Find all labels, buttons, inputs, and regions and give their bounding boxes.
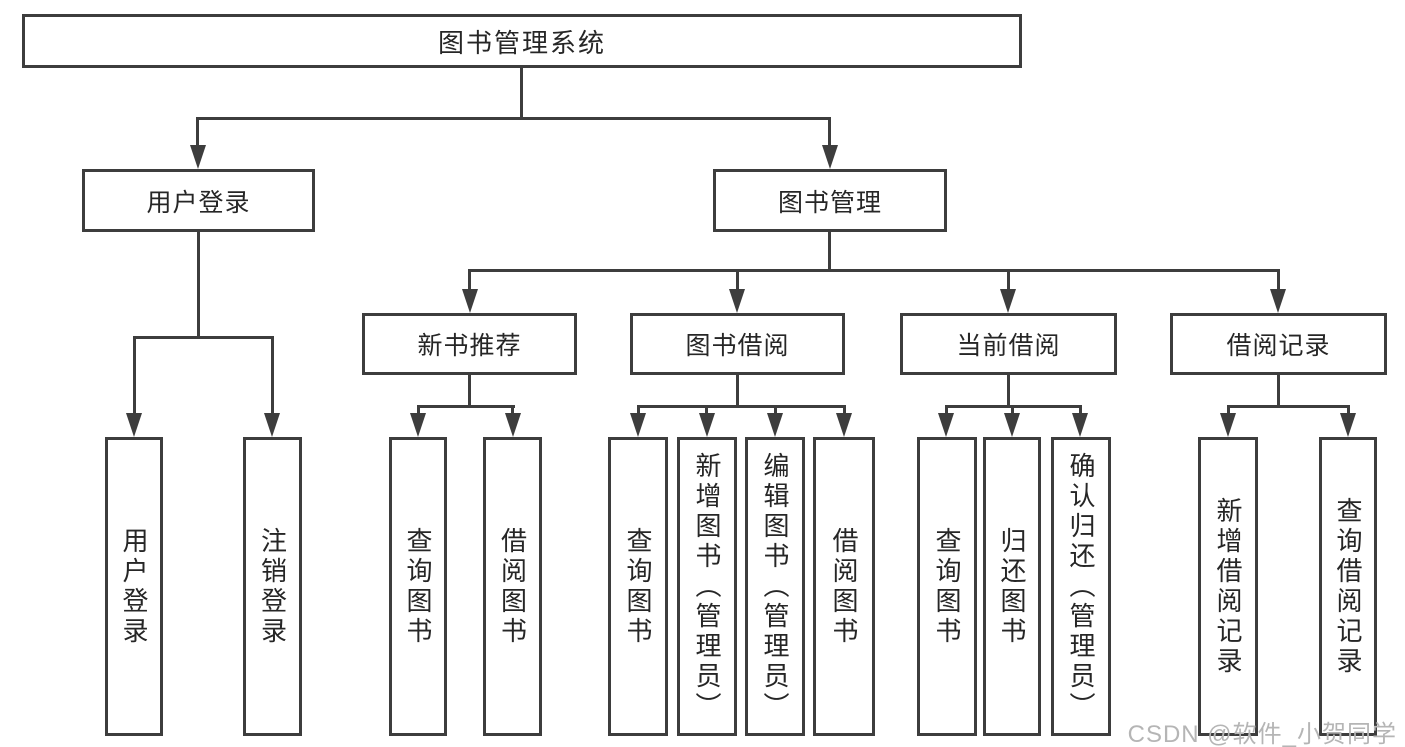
leaf-query-borrow-record: 查询借阅记录: [1319, 437, 1377, 736]
connector-to-book-management: [828, 117, 831, 149]
leaf-borrow-books: 借阅图书: [813, 437, 875, 736]
leaf-add-borrow-record: 新增借阅记录: [1198, 437, 1258, 736]
connector-root-branch: [196, 117, 831, 120]
arrow-down-icon: [410, 413, 426, 437]
node-label: 查询借阅记录: [1333, 496, 1363, 677]
connector-book-mgmt-branch: [468, 269, 1280, 272]
node-label: 图书借阅: [685, 332, 790, 360]
connector-to-leaf: [637, 405, 640, 420]
arrow-down-icon: [505, 413, 521, 437]
arrow-down-icon: [1270, 289, 1286, 313]
node-label: 注销登录: [257, 526, 288, 647]
connector-to-new-book: [468, 269, 471, 295]
node-label: 编辑图书（管理员）: [760, 451, 790, 722]
connector-root-stem: [520, 68, 523, 120]
arrow-down-icon: [1004, 413, 1020, 437]
node-book-management: 图书管理: [713, 169, 947, 232]
arrow-down-icon: [1220, 413, 1236, 437]
node-label: 确认归还（管理员）: [1066, 451, 1096, 722]
connector-to-leaf: [1347, 405, 1350, 420]
node-label: 借阅图书: [497, 526, 528, 647]
arrow-down-icon: [1340, 413, 1356, 437]
leaf-confirm-return-admin: 确认归还（管理员）: [1051, 437, 1111, 736]
leaf-user-login: 用户登录: [105, 437, 163, 736]
connector-to-leaf: [774, 405, 777, 420]
node-label: 新增借阅记录: [1213, 496, 1243, 677]
node-label: 用户登录: [119, 526, 149, 647]
connector-to-current-borrow: [1007, 269, 1010, 295]
connector-to-leaf: [705, 405, 708, 420]
arrow-down-icon: [729, 289, 745, 313]
arrow-down-icon: [836, 413, 852, 437]
node-label: 归还图书: [997, 526, 1027, 647]
leaf-add-books-admin: 新增图书（管理员）: [677, 437, 737, 736]
arrow-down-icon: [190, 145, 206, 169]
leaf-borrow-books-recommend: 借阅图书: [483, 437, 542, 736]
connector-borrow-records-stem: [1277, 375, 1280, 408]
node-user-login: 用户登录: [82, 169, 315, 232]
node-label: 借阅记录: [1226, 332, 1331, 360]
connector-user-login-stem: [197, 232, 200, 338]
node-root-book-management-system: 图书管理系统: [22, 14, 1022, 68]
connector-to-leaf: [1227, 405, 1230, 420]
connector-to-leaf: [1079, 405, 1082, 420]
leaf-logout: 注销登录: [243, 437, 302, 736]
node-label: 借阅图书: [829, 526, 859, 647]
arrow-down-icon: [1072, 413, 1088, 437]
arrow-down-icon: [264, 413, 280, 437]
node-label: 当前借阅: [956, 332, 1061, 360]
node-label: 查询图书: [623, 526, 653, 647]
node-label: 图书管理: [777, 188, 882, 217]
node-label: 新书推荐: [417, 332, 522, 360]
node-current-borrow: 当前借阅: [900, 313, 1117, 375]
connector-to-leaf: [511, 405, 514, 420]
connector-to-leaf: [417, 405, 420, 420]
arrow-down-icon: [767, 413, 783, 437]
node-label: 查询图书: [932, 526, 962, 647]
node-label: 图书管理系统: [437, 27, 606, 58]
connector-user-login-branch: [133, 336, 274, 339]
connector-to-leaf: [1011, 405, 1014, 420]
connector-to-user-login: [196, 117, 199, 149]
arrow-down-icon: [462, 289, 478, 313]
leaf-edit-books-admin: 编辑图书（管理员）: [745, 437, 805, 736]
arrow-down-icon: [938, 413, 954, 437]
node-label: 查询图书: [403, 526, 433, 647]
connector-new-book-stem: [468, 375, 471, 408]
connector-new-book-branch: [417, 405, 515, 408]
node-new-book-recommend: 新书推荐: [362, 313, 577, 375]
csdn-watermark: CSDN @软件_小贺同学: [1127, 721, 1397, 747]
connector-borrow-records-branch: [1227, 405, 1350, 408]
node-borrow-records: 借阅记录: [1170, 313, 1387, 375]
arrow-down-icon: [126, 413, 142, 437]
connector-current-borrow-stem: [1007, 375, 1010, 408]
connector-to-book-borrow: [736, 269, 739, 295]
arrow-down-icon: [699, 413, 715, 437]
arrow-down-icon: [1000, 289, 1016, 313]
leaf-return-books: 归还图书: [983, 437, 1041, 736]
connector-to-leaf: [945, 405, 948, 420]
node-book-borrow: 图书借阅: [630, 313, 845, 375]
arrow-down-icon: [822, 145, 838, 169]
arrow-down-icon: [630, 413, 646, 437]
connector-to-leaf: [843, 405, 846, 420]
connector-book-mgmt-stem: [828, 232, 831, 272]
connector-to-leaf: [271, 336, 274, 418]
leaf-query-books-current: 查询图书: [917, 437, 977, 736]
connector-to-borrow-records: [1277, 269, 1280, 295]
node-label: 新增图书（管理员）: [692, 451, 722, 722]
leaf-query-books-recommend: 查询图书: [389, 437, 447, 736]
leaf-query-books-borrow: 查询图书: [608, 437, 668, 736]
connector-book-borrow-branch: [637, 405, 846, 408]
node-label: 用户登录: [146, 188, 251, 217]
connector-to-leaf: [133, 336, 136, 418]
connector-book-borrow-stem: [736, 375, 739, 408]
